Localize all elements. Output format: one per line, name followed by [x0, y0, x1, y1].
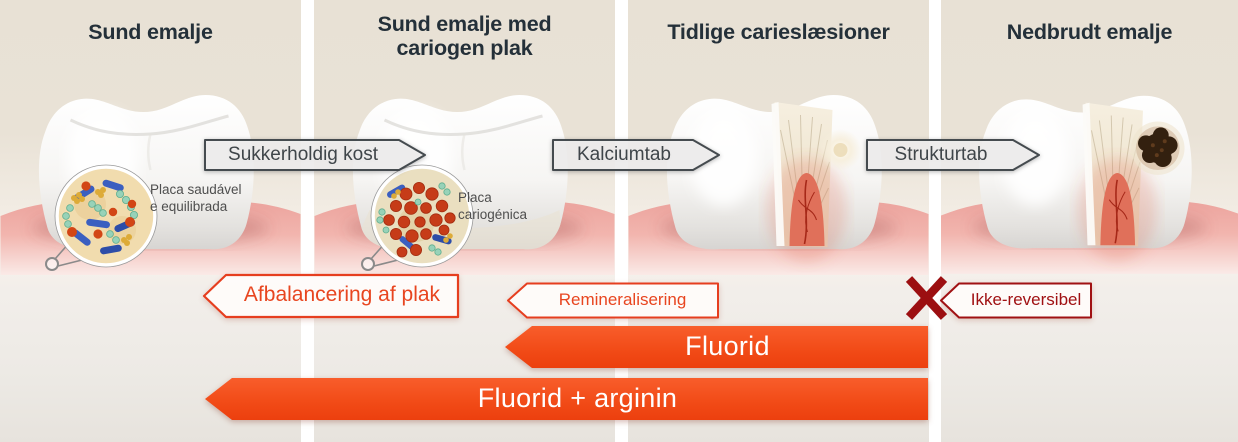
cavity-lesion	[1131, 121, 1185, 175]
panel-broken-enamel: Nedbrudt emalje	[941, 0, 1238, 442]
progression-arrow-label: Strukturtab	[894, 144, 988, 165]
progression-arrow-label: Kalciumtab	[577, 144, 671, 165]
plaque-inset-label: Placa saudável e equilibrada	[150, 182, 242, 214]
progression-arrow-calcium-loss: Kalciumtab	[552, 139, 722, 171]
panel-healthy-enamel: Sund emalje	[0, 0, 301, 442]
panel-early-caries: Tidlige carieslæsioner	[628, 0, 929, 442]
treatment-arrow-fluoride-arginine: Fluorid + arginin	[203, 376, 930, 422]
plaque-magnifier-healthy	[40, 164, 168, 276]
plaque-magnifier-cariogenic	[356, 164, 484, 276]
reversal-arrow-plaque-rebalancing: Afbalancering af plak	[201, 272, 501, 320]
panel-title: Sund emalje	[88, 20, 213, 44]
plaque-inset-label: Placa cariogénica	[458, 190, 528, 222]
treatment-arrow-fluoride: Fluorid	[503, 324, 930, 370]
early-caries-tooth-illustration	[628, 95, 929, 275]
panel-title: Nedbrudt emalje	[1006, 20, 1173, 44]
healthy-plaque-microscope-view	[45, 164, 158, 271]
progression-arrow-sugary-diet: Sukkerholdig kost	[204, 139, 428, 171]
panel-cariogenic-plaque: Sund emalje med cariogen plak	[314, 0, 615, 442]
treatment-arrow-label: Fluorid + arginin	[477, 383, 678, 413]
panel-title: Sund emalje med cariogen plak	[377, 12, 552, 61]
reversal-arrow-label: Afbalancering af plak	[243, 283, 441, 306]
plaque-tooth-illustration	[314, 95, 615, 275]
reversal-arrow-label: Remineralisering	[558, 290, 687, 309]
treatment-arrow-label: Fluorid	[685, 331, 770, 361]
reversal-arrow-label: Ikke-reversibel	[970, 290, 1082, 309]
broken-enamel-tooth-illustration	[941, 95, 1238, 274]
reversal-arrow-irreversible: Ikke-reversibel	[938, 281, 1143, 320]
progression-arrow-label: Sukkerholdig kost	[228, 144, 378, 165]
panel-title: Tidlige carieslæsioner	[667, 20, 890, 44]
progression-arrow-structure-loss: Strukturtab	[866, 139, 1042, 171]
reversal-arrow-remineralisation: Remineralisering	[505, 281, 755, 320]
cariogenic-plaque-microscope-view	[361, 164, 474, 271]
blocked-x-icon	[905, 276, 948, 320]
